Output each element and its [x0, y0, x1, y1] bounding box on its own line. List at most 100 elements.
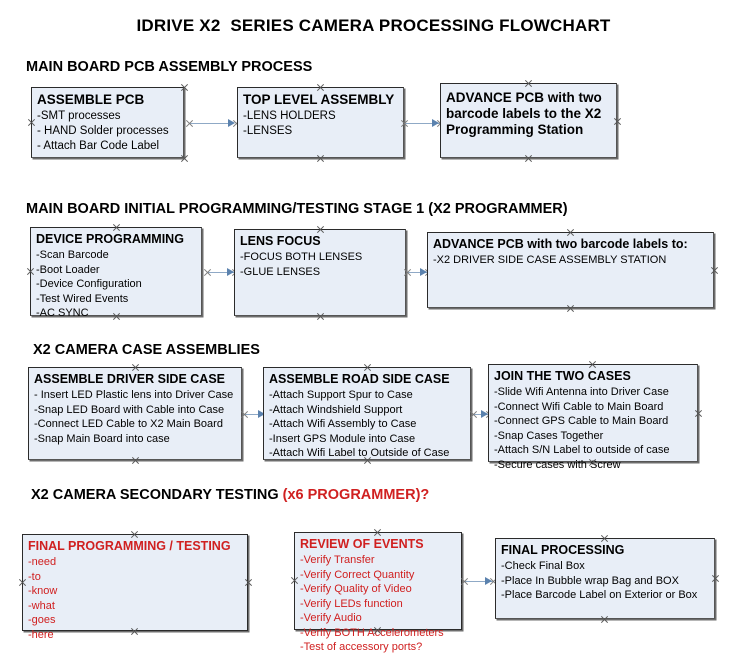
- node-line: -Device Configuration: [36, 278, 142, 290]
- node-line: -Snap Main Board into case: [34, 432, 170, 445]
- section-heading-accent-text: (x6 PROGRAMMER)?: [282, 487, 430, 503]
- node-line: -Connect Wifi Cable to Main Board: [494, 400, 664, 413]
- node-line: -Snap LED Board with Cable into Case: [34, 403, 225, 416]
- connection-handle[interactable]: [694, 409, 703, 418]
- connection-handle[interactable]: [18, 578, 27, 587]
- connection-handle[interactable]: [27, 118, 36, 127]
- connection-handle[interactable]: [588, 360, 597, 369]
- node-title: FINAL PROGRAMMING / TESTING: [28, 539, 231, 553]
- connection-handle[interactable]: [240, 410, 249, 419]
- connector-device-programming-to-lens-focus[interactable]: [208, 272, 236, 273]
- node-line: -X2 DRIVER SIDE CASE ASSEMBLY STATION: [433, 254, 667, 266]
- connection-handle[interactable]: [400, 119, 409, 128]
- connection-handle[interactable]: [316, 312, 325, 321]
- node-assemble-pcb[interactable]: ASSEMBLE PCB -SMT processes - HAND Solde…: [31, 87, 184, 158]
- connection-handle[interactable]: [112, 223, 121, 232]
- connection-handle[interactable]: [469, 410, 478, 419]
- node-line: -Verify Quality of Video: [300, 583, 412, 595]
- section-heading-main-board-pcb-assembly: MAIN BOARD PCB ASSEMBLY PROCESS: [26, 59, 312, 75]
- node-line: - Attach Bar Code Label: [37, 140, 160, 152]
- connection-handle[interactable]: [710, 266, 719, 275]
- node-line: -goes: [28, 614, 56, 626]
- connection-handle[interactable]: [131, 363, 140, 372]
- connection-handle[interactable]: [403, 268, 412, 277]
- node-line: -Boot Loader: [36, 263, 100, 276]
- connection-handle[interactable]: [363, 363, 372, 372]
- node-line: -Insert GPS Module into Case: [269, 432, 416, 445]
- node-line: -Connect GPS Cable to Main Board: [494, 415, 669, 427]
- page-title: IDRIVE X2 SERIES CAMERA PROCESSING FLOWC…: [136, 16, 611, 35]
- connection-handle[interactable]: [180, 83, 189, 92]
- connection-handle[interactable]: [711, 574, 720, 583]
- node-line: -Verify LEDs function: [300, 597, 403, 610]
- connection-handle[interactable]: [290, 576, 299, 585]
- connection-handle[interactable]: [524, 79, 533, 88]
- node-title: LENS FOCUS: [240, 234, 321, 248]
- node-assemble-driver-side-case[interactable]: ASSEMBLE DRIVER SIDE CASE - Insert LED P…: [28, 367, 242, 460]
- connection-handle[interactable]: [316, 225, 325, 234]
- connection-handle[interactable]: [613, 117, 622, 126]
- connector-top-level-assembly-to-advance-pcb[interactable]: [405, 123, 440, 124]
- node-device-programming[interactable]: DEVICE PROGRAMMING -Scan Barcode -Boot L…: [30, 227, 202, 319]
- connection-handle[interactable]: [363, 456, 372, 465]
- connector-assemble-pcb-to-top-level-assembly[interactable]: [190, 123, 230, 124]
- connection-handle[interactable]: [373, 626, 382, 635]
- node-line: -Attach Wifi Assembly to Case: [269, 418, 417, 430]
- connection-handle[interactable]: [112, 312, 121, 321]
- connection-handle[interactable]: [373, 528, 382, 537]
- connection-handle[interactable]: [130, 627, 139, 636]
- connection-handle[interactable]: [460, 577, 469, 586]
- node-line: -SMT processes: [37, 110, 121, 122]
- node-line: -Verify Audio: [300, 612, 362, 624]
- node-top-level-assembly[interactable]: TOP LEVEL ASSEMBLY -LENS HOLDERS -LENSES: [237, 87, 404, 158]
- connection-handle[interactable]: [566, 304, 575, 313]
- node-title: DEVICE PROGRAMMING: [36, 232, 184, 246]
- section-heading-text: MAIN BOARD PCB ASSEMBLY PROCESS: [26, 59, 313, 75]
- connection-handle[interactable]: [180, 154, 189, 163]
- node-line: -Check Final Box: [501, 560, 585, 572]
- connection-handle[interactable]: [244, 578, 253, 587]
- node-advance-pcb-to-x2-programming-station[interactable]: ADVANCE PCB with two barcode labels to t…: [440, 83, 617, 158]
- node-line: -Attach Support Spur to Case: [269, 389, 413, 401]
- connector-lens-focus-to-advance-pcb[interactable]: [408, 272, 428, 273]
- connection-handle[interactable]: [131, 456, 140, 465]
- connection-handle[interactable]: [185, 119, 194, 128]
- connection-handle[interactable]: [600, 615, 609, 624]
- node-title: REVIEW OF EVENTS: [300, 537, 424, 551]
- node-line: -Attach S/N Label to outside of case: [494, 444, 670, 456]
- node-assemble-road-side-case[interactable]: ASSEMBLE ROAD SIDE CASE -Attach Support …: [263, 367, 471, 460]
- connection-handle[interactable]: [316, 83, 325, 92]
- node-lens-focus[interactable]: LENS FOCUS -FOCUS BOTH LENSES -GLUE LENS…: [234, 229, 406, 316]
- node-line: -LENS HOLDERS: [243, 110, 336, 122]
- node-line: -know: [28, 585, 58, 597]
- node-line: -Place Barcode Label on Exterior or Box: [501, 589, 698, 601]
- section-heading-x2-camera-case-assemblies: X2 CAMERA CASE ASSEMBLIES: [33, 342, 260, 358]
- node-title: ADVANCE PCB with two barcode labels to:: [433, 237, 688, 251]
- node-final-processing[interactable]: FINAL PROCESSING -Check Final Box -Place…: [495, 538, 715, 619]
- node-line: -FOCUS BOTH LENSES: [240, 251, 363, 263]
- node-advance-pcb-to-driver-side-case[interactable]: ADVANCE PCB with two barcode labels to: …: [427, 232, 714, 308]
- node-join-the-two-cases[interactable]: JOIN THE TWO CASES -Slide Wifi Antenna i…: [488, 364, 698, 471]
- node-line: -LENSES: [243, 125, 293, 137]
- node-line: -Scan Barcode: [36, 249, 109, 261]
- node-final-programming-testing[interactable]: FINAL PROGRAMMING / TESTING -need -to -k…: [22, 534, 248, 641]
- connection-handle[interactable]: [130, 530, 139, 539]
- connection-handle[interactable]: [600, 534, 609, 543]
- node-line: -Attach Windshield Support: [269, 403, 403, 416]
- connection-handle[interactable]: [203, 268, 212, 277]
- node-line: - Insert LED Plastic lens into Driver Ca…: [34, 389, 234, 401]
- node-line: -AC SYNC: [36, 307, 89, 319]
- node-line: -Connect LED Cable to X2 Main Board: [34, 418, 223, 430]
- node-line: -GLUE LENSES: [240, 265, 321, 278]
- connector-driver-side-to-road-side[interactable]: [245, 414, 267, 415]
- connector-review-of-events-to-final-processing[interactable]: [465, 581, 493, 582]
- connection-handle[interactable]: [316, 154, 325, 163]
- node-line: -Verify Transfer: [300, 554, 375, 566]
- node-review-of-events[interactable]: REVIEW OF EVENTS -Verify Transfer -Verif…: [294, 532, 462, 653]
- connection-handle[interactable]: [566, 228, 575, 237]
- node-line: -what: [28, 599, 55, 612]
- connection-handle[interactable]: [588, 458, 597, 467]
- connection-handle[interactable]: [26, 267, 35, 276]
- node-line: -Snap Cases Together: [494, 429, 604, 442]
- connection-handle[interactable]: [524, 154, 533, 163]
